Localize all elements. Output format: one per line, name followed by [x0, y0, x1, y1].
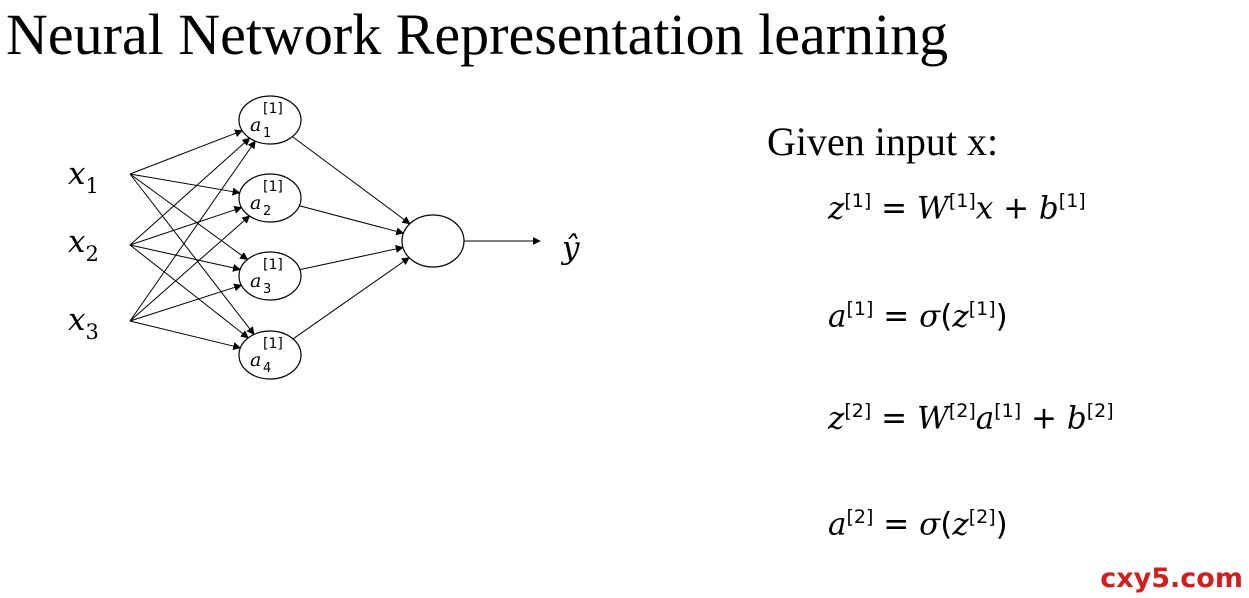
given-input-heading: Given input x:	[767, 119, 999, 164]
equation-a2: a[2] = σ(z[2])	[828, 506, 1008, 543]
edge-x3-a3	[129, 283, 243, 322]
svg-text:[1]: [1]	[263, 179, 283, 195]
edge-x3-a1	[129, 140, 256, 322]
edge-a1-out	[292, 136, 411, 225]
hidden-node-3: a [1] 3	[238, 251, 302, 301]
edge-a2-out	[299, 205, 405, 236]
svg-text:2: 2	[263, 204, 271, 219]
neural-network-diagram: x1 x2 x3 a [1] 1 a [1] 2 a [1] 3 a [1] 4…	[68, 95, 580, 380]
hidden-node-2: a [1] 2	[238, 173, 302, 223]
svg-text:a: a	[250, 192, 261, 214]
edge-x2-a4	[129, 244, 249, 339]
svg-text:3: 3	[263, 282, 271, 297]
edge-a4-out	[292, 257, 410, 340]
edge-x3-a2	[129, 215, 251, 322]
edge-x2-a2	[129, 206, 243, 246]
input-label-x1: x1	[68, 156, 99, 198]
input-label-x2: x2	[68, 224, 99, 266]
svg-text:a: a	[250, 114, 261, 136]
output-node	[401, 214, 465, 268]
svg-text:1: 1	[263, 126, 271, 141]
edge-x1-a1	[129, 129, 243, 175]
equation-a1: a[1] = σ(z[1])	[828, 298, 1008, 335]
equation-z2: z[2] = W[2]a[1] + b[2]	[828, 400, 1114, 437]
edge-a3-out	[299, 245, 404, 271]
edge-x2-a3	[129, 244, 241, 272]
edge-x1-a2	[129, 173, 241, 196]
equation-z1: z[1] = W[1]x + b[1]	[828, 190, 1086, 227]
edge-x3-a4	[129, 320, 242, 351]
svg-text:4: 4	[263, 361, 271, 376]
svg-text:[1]: [1]	[263, 336, 283, 352]
watermark-logo: cxy5.com	[1100, 563, 1243, 594]
edge-x2-a1	[129, 137, 251, 246]
input-label-x3: x3	[68, 302, 99, 344]
edge-x1-a4	[129, 173, 255, 336]
svg-text:[1]: [1]	[263, 257, 283, 273]
hidden-node-4: a [1] 4	[238, 330, 302, 380]
hidden-node-1: a [1] 1	[238, 95, 302, 145]
edge-x1-a3	[129, 173, 249, 261]
svg-text:[1]: [1]	[263, 101, 283, 117]
page-title: Neural Network Representation learning	[6, 2, 949, 67]
network-edges	[129, 129, 541, 351]
svg-text:a: a	[250, 270, 261, 292]
svg-text:a: a	[250, 349, 261, 371]
output-label-yhat: ŷ	[560, 230, 580, 266]
